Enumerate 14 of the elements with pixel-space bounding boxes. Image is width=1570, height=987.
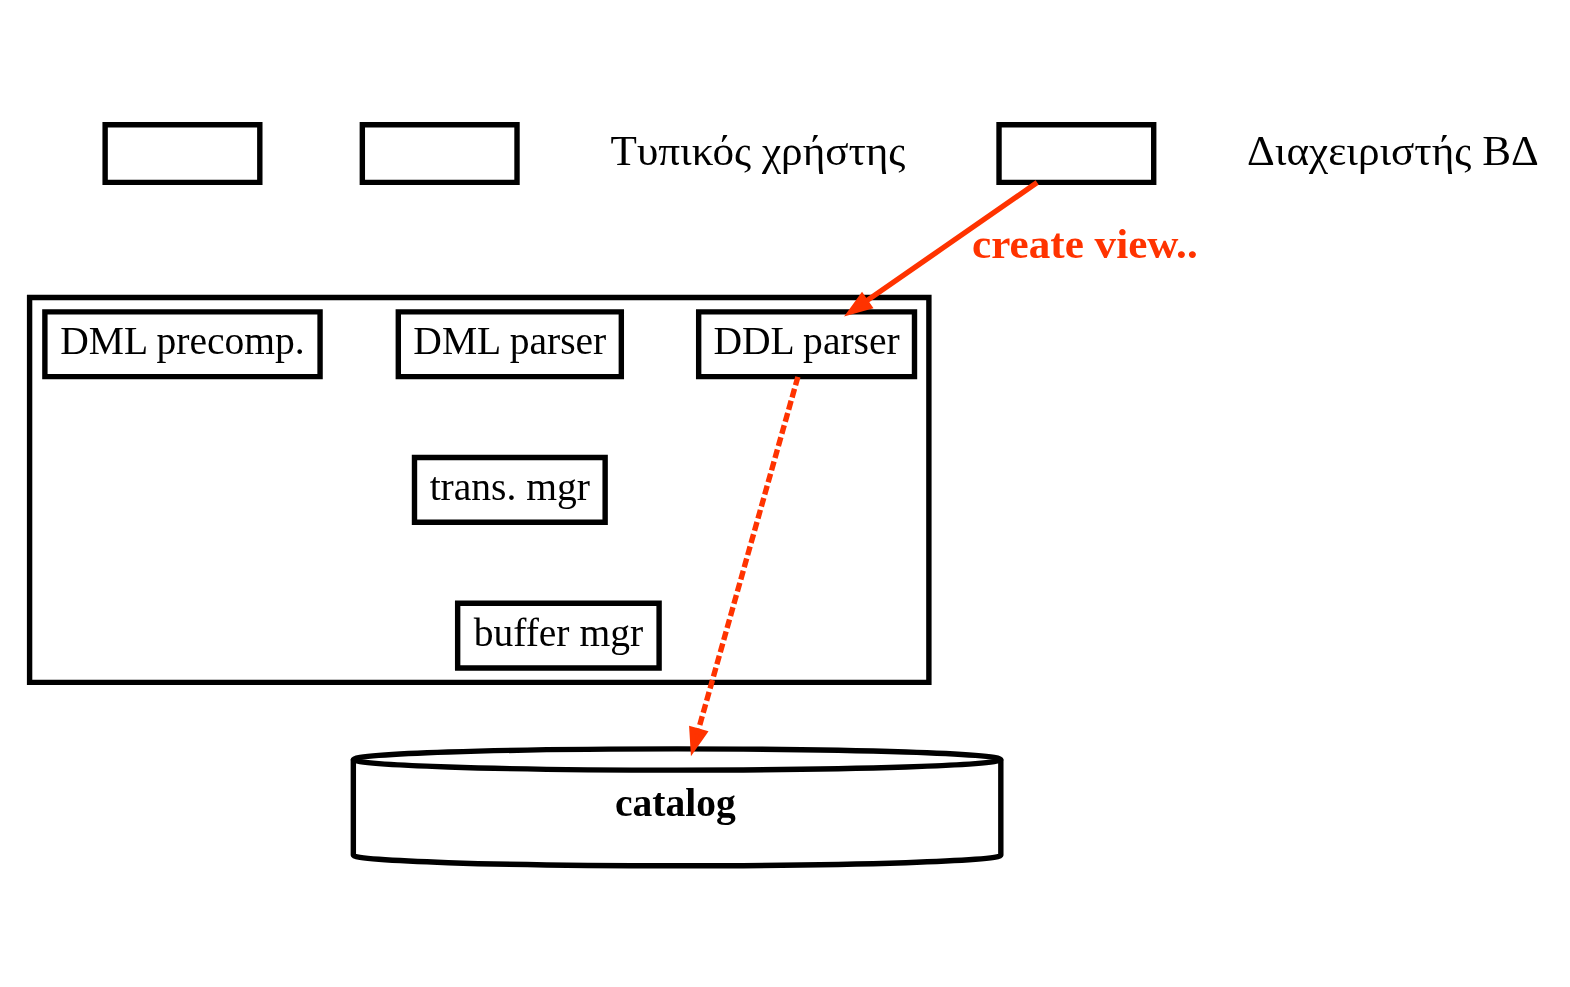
node-box: buffer mgr [454,600,662,671]
node-box: DML parser [395,309,625,380]
edge-label: create view.. [972,220,1198,268]
node-box [996,122,1157,186]
node-label: Τυπικός χρήστης [610,126,906,174]
node-box [102,122,263,186]
arrow [844,180,1039,317]
node-label: Διαχειριστής ΒΔ [1247,126,1539,174]
cluster [26,294,932,686]
node-box: DML precomp. [42,309,323,380]
node-box: DDL parser [695,309,918,380]
arrow [689,376,801,757]
node-box: trans. mgr [411,454,608,525]
node-box [359,122,520,186]
